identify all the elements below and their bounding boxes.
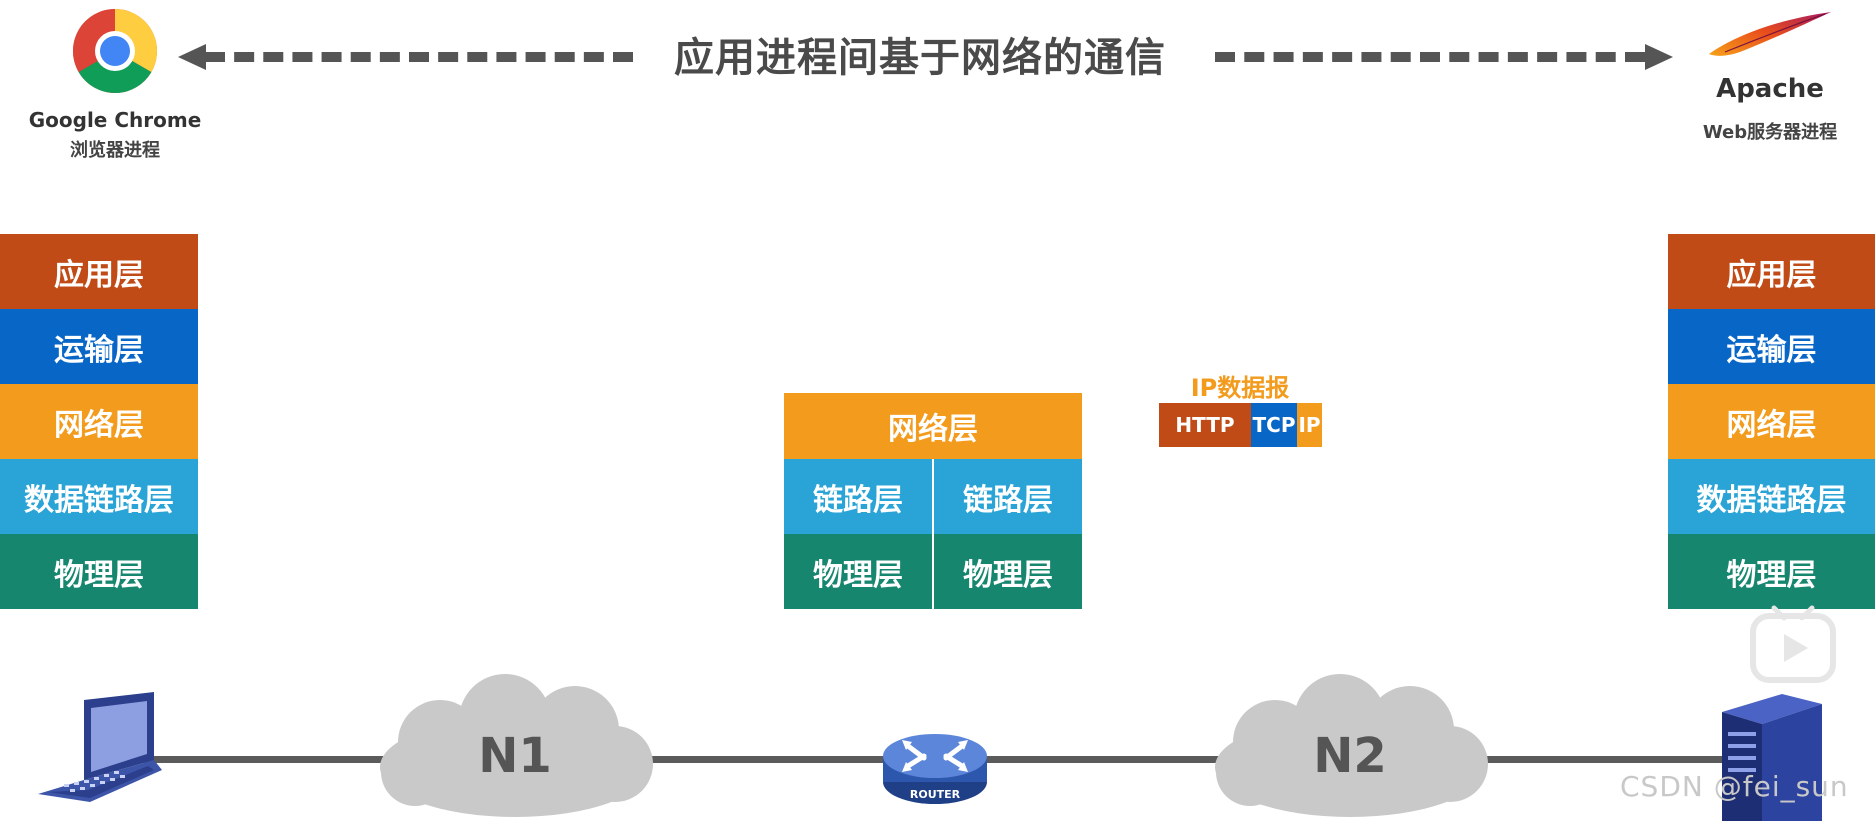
- page-title: 应用进程间基于网络的通信: [674, 35, 1166, 81]
- server-layer-network: 网络层: [1668, 384, 1875, 459]
- client-layer-datalink: 数据链路层: [0, 459, 198, 534]
- server-layer-physical: 物理层: [1668, 534, 1875, 609]
- datagram-http-segment: HTTP: [1159, 403, 1251, 447]
- network-cloud-n2: [1215, 674, 1488, 817]
- router-layer-link-left: 链路层: [784, 459, 934, 534]
- client-protocol-stack: 应用层 运输层 网络层 数据链路层 物理层: [0, 234, 198, 609]
- play-button-icon[interactable]: [1750, 604, 1836, 684]
- network-label-n2: N2: [1313, 728, 1387, 784]
- client-layer-physical: 物理层: [0, 534, 198, 609]
- ip-datagram-label: IP数据报: [1190, 374, 1290, 402]
- datagram-ip-segment: IP: [1297, 403, 1322, 447]
- client-layer-application: 应用层: [0, 234, 198, 309]
- apache-feather-icon: [1709, 12, 1831, 56]
- server-layer-application: 应用层: [1668, 234, 1875, 309]
- router-layer-network: 网络层: [784, 393, 1082, 459]
- network-label-n1: N1: [478, 728, 552, 784]
- router-layer-physical-right: 物理层: [934, 534, 1082, 609]
- router-protocol-stack: 网络层 链路层 链路层 物理层 物理层: [784, 393, 1082, 609]
- server-layer-datalink: 数据链路层: [1668, 459, 1875, 534]
- router-caption: ROUTER: [910, 788, 961, 801]
- client-app-subtitle: 浏览器进程: [70, 140, 160, 161]
- server-tower-icon: [1722, 694, 1822, 821]
- server-app-name: Apache: [1716, 74, 1824, 104]
- ip-datagram: HTTP TCP IP: [1159, 403, 1322, 447]
- dashed-line-right: [1215, 52, 1645, 62]
- client-layer-transport: 运输层: [0, 309, 198, 384]
- server-layer-transport: 运输层: [1668, 309, 1875, 384]
- watermark-text: CSDN @fei_sun: [1620, 770, 1849, 803]
- client-app-name: Google Chrome: [28, 108, 202, 132]
- network-cloud-n1: [380, 674, 653, 817]
- arrow-left-head: [178, 44, 206, 70]
- client-layer-network: 网络层: [0, 384, 198, 459]
- dashed-line-left: [205, 52, 633, 62]
- laptop-icon: [38, 692, 162, 802]
- router-layer-link-right: 链路层: [934, 459, 1082, 534]
- router-icon: ROUTER: [883, 734, 987, 804]
- chrome-logo-icon: [72, 8, 158, 94]
- router-layer-physical-left: 物理层: [784, 534, 934, 609]
- server-app-subtitle: Web服务器进程: [1702, 122, 1838, 143]
- server-protocol-stack: 应用层 运输层 网络层 数据链路层 物理层: [1668, 234, 1875, 609]
- arrow-right-head: [1645, 44, 1673, 70]
- datagram-tcp-segment: TCP: [1251, 403, 1297, 447]
